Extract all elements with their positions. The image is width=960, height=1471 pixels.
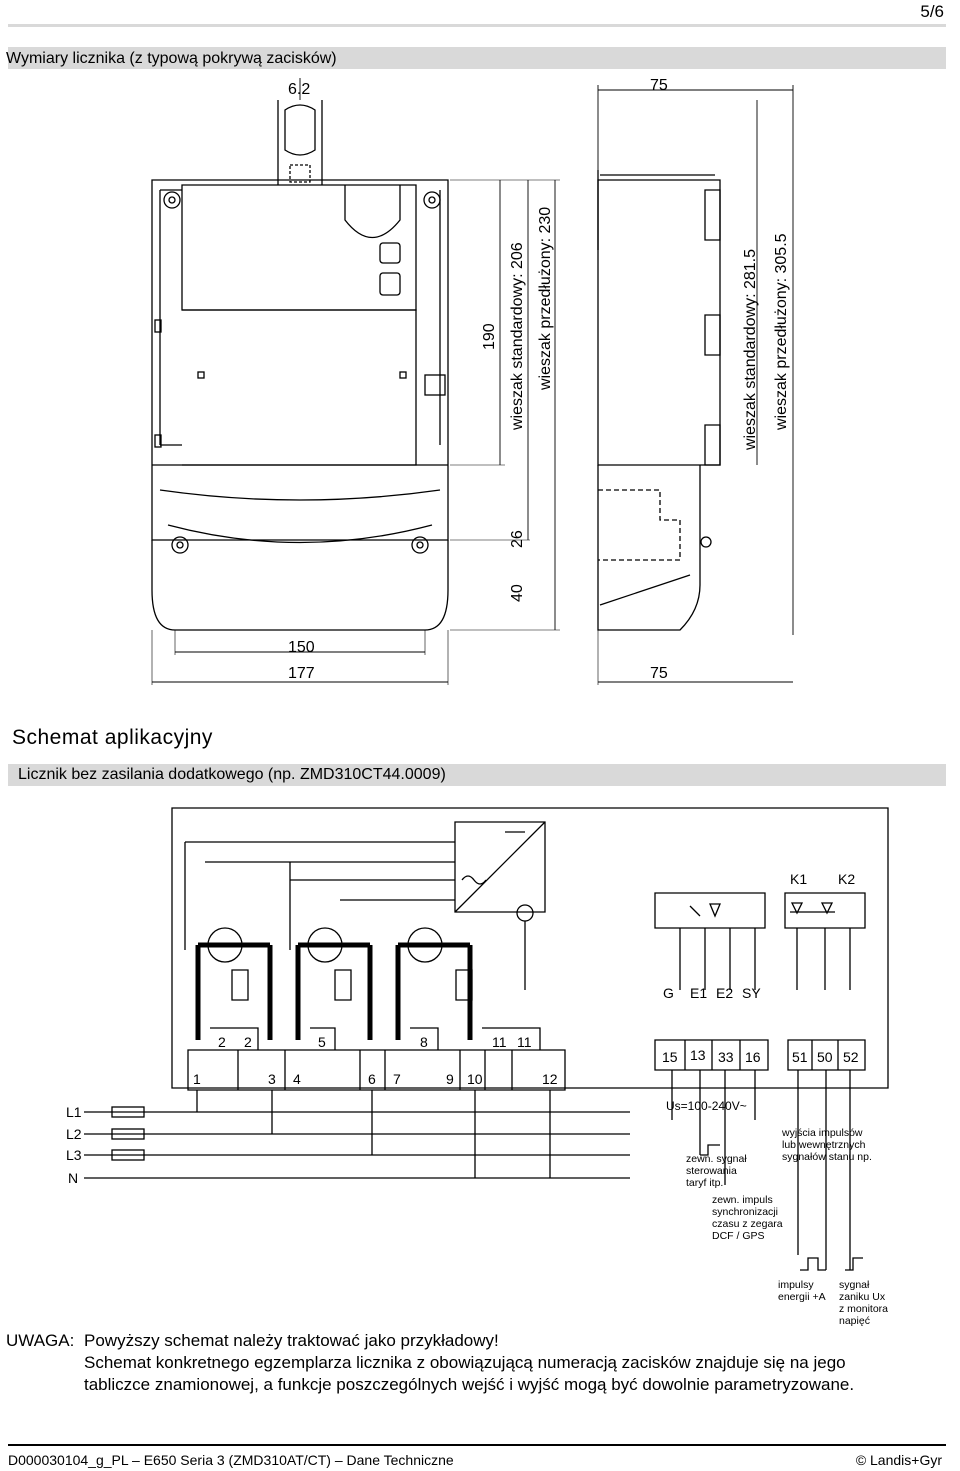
imp-line2: energii +A bbox=[778, 1291, 826, 1303]
term-9: 9 bbox=[446, 1071, 454, 1087]
term-2b: 2 bbox=[244, 1034, 252, 1050]
dim-6-2: 6.2 bbox=[288, 81, 310, 98]
dim-40: 40 bbox=[509, 584, 526, 602]
section-bar-dimensions bbox=[8, 47, 946, 69]
term-13: 13 bbox=[690, 1047, 706, 1063]
label-us: Us=100-240V~ bbox=[666, 1099, 747, 1113]
footer-doc-id: D000030104_g_PL – E650 Seria 3 (ZMD310AT… bbox=[8, 1452, 454, 1468]
sync-line4: DCF / GPS bbox=[712, 1230, 765, 1242]
sig-line4: napięć bbox=[839, 1315, 870, 1327]
pulse-out-line1: wyjścia impulsów bbox=[781, 1127, 863, 1139]
header-rule bbox=[8, 24, 946, 27]
label-e1: E1 bbox=[690, 985, 707, 1001]
page-number: 5/6 bbox=[920, 2, 944, 21]
dim-26: 26 bbox=[509, 530, 526, 548]
meter-dimension-drawing: 6.2 75 190 wieszak standardowy: 206 wies… bbox=[151, 77, 794, 685]
label-e2: E2 bbox=[716, 985, 733, 1001]
term-7: 7 bbox=[393, 1071, 401, 1087]
term-6: 6 bbox=[368, 1071, 376, 1087]
term-10: 10 bbox=[467, 1071, 483, 1087]
dim-75-top: 75 bbox=[650, 77, 668, 94]
warning-label: UWAGA: bbox=[6, 1331, 75, 1350]
term-3: 3 bbox=[268, 1071, 276, 1087]
term-8: 8 bbox=[420, 1034, 428, 1050]
sig-line3: z monitora bbox=[839, 1303, 888, 1315]
term-5: 5 bbox=[318, 1034, 326, 1050]
dimensions-title: Wymiary licznika (z typową pokrywą zacis… bbox=[6, 50, 337, 67]
dim-230: wieszak przedłużony: 230 bbox=[537, 207, 554, 391]
term-51: 51 bbox=[792, 1049, 808, 1065]
sync-line1: zewn. impuls bbox=[712, 1194, 773, 1206]
term-50: 50 bbox=[817, 1049, 833, 1065]
sig-line1: sygnał bbox=[839, 1279, 870, 1291]
label-n: N bbox=[68, 1170, 78, 1186]
term-33: 33 bbox=[718, 1049, 734, 1065]
ext-tariff-line3: taryf itp. bbox=[686, 1177, 723, 1189]
dim-150: 150 bbox=[288, 639, 315, 656]
label-sy: SY bbox=[742, 985, 761, 1001]
term-11a: 11 bbox=[492, 1034, 507, 1050]
sync-line2: synchronizacji bbox=[712, 1206, 778, 1218]
warning-note: UWAGA: Powyższy schemat należy traktować … bbox=[6, 1330, 854, 1396]
term-52: 52 bbox=[843, 1049, 859, 1065]
footer-copyright: © Landis+Gyr bbox=[855, 1452, 942, 1468]
label-l1: L1 bbox=[66, 1104, 82, 1120]
label-g: G bbox=[663, 985, 674, 1001]
pulse-out-line2: lub wewnętrznych bbox=[782, 1139, 866, 1151]
footer-rule bbox=[8, 1444, 946, 1446]
section-bar-schema bbox=[8, 764, 946, 786]
wiring-diagram: K1 K2 G E1 E2 SY 2 2 5 8 11 11 1 3 4 6 7… bbox=[66, 807, 889, 1327]
warning-line3: tabliczce znamionowej, a funkcje poszcze… bbox=[84, 1375, 855, 1394]
sync-line3: czasu z zegara bbox=[712, 1218, 783, 1230]
dim-305: wieszak przedłużony: 305.5 bbox=[773, 233, 790, 431]
term-1: 1 bbox=[193, 1071, 201, 1087]
ext-tariff-line1: zewn. sygnał bbox=[686, 1153, 747, 1165]
term-11b: 11 bbox=[517, 1034, 532, 1050]
dim-190: 190 bbox=[481, 323, 498, 350]
imp-line1: impulsy bbox=[778, 1279, 814, 1291]
label-k1: K1 bbox=[790, 871, 807, 887]
dim-75-bottom: 75 bbox=[650, 665, 668, 682]
schema-subtitle: Licznik bez zasilania dodatkowego (np. Z… bbox=[18, 766, 446, 783]
schema-heading: Schemat aplikacyjny bbox=[12, 726, 213, 749]
term-2a: 2 bbox=[218, 1034, 226, 1050]
label-l3: L3 bbox=[66, 1147, 82, 1163]
label-l2: L2 bbox=[66, 1126, 82, 1142]
term-16: 16 bbox=[745, 1049, 761, 1065]
dim-206: wieszak standardowy: 206 bbox=[509, 242, 526, 431]
dim-281: wieszak standardowy: 281.5 bbox=[742, 249, 759, 451]
term-4: 4 bbox=[293, 1071, 301, 1087]
term-12: 12 bbox=[542, 1071, 558, 1087]
warning-line1: Powyższy schemat należy traktować jako p… bbox=[84, 1331, 499, 1350]
warning-line2: Schemat konkretnego egzemplarza licznika… bbox=[84, 1353, 846, 1372]
label-k2: K2 bbox=[838, 871, 855, 887]
sig-line2: zaniku Ux bbox=[839, 1291, 886, 1303]
ext-tariff-line2: sterowania bbox=[686, 1165, 737, 1177]
dim-177: 177 bbox=[288, 665, 315, 682]
term-15: 15 bbox=[662, 1049, 678, 1065]
pulse-out-line3: sygnałów stanu np. bbox=[782, 1151, 872, 1163]
